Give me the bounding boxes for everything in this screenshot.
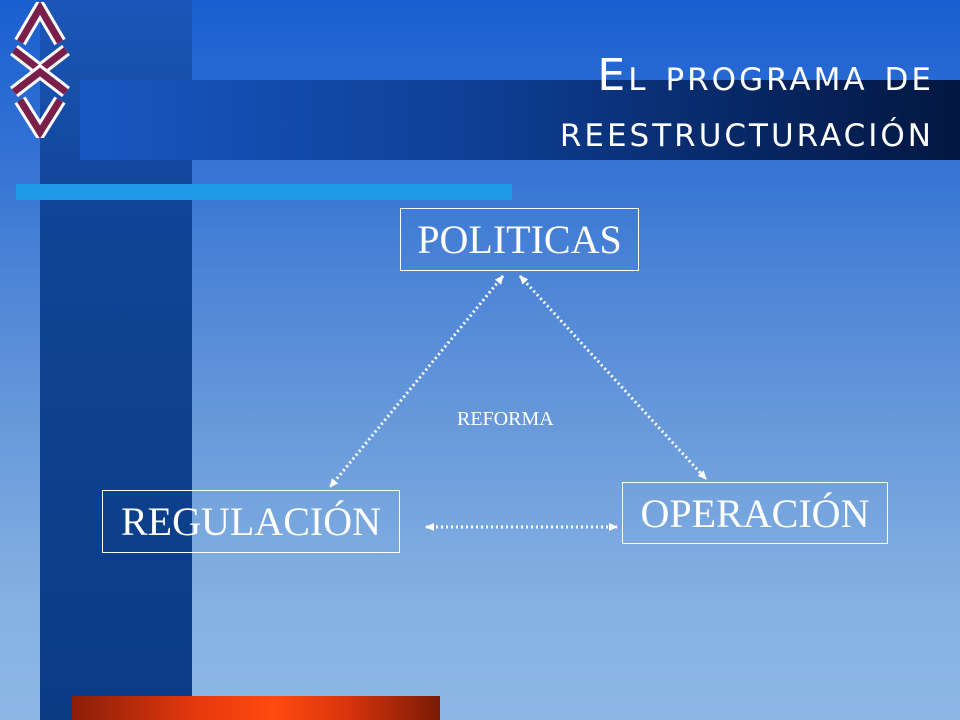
decorative-orange-bar <box>72 696 440 720</box>
title-band <box>80 80 960 160</box>
node-operacion: OPERACIÓN <box>622 482 888 544</box>
node-regulacion: REGULACIÓN <box>102 490 400 553</box>
slide-title: El programa de reestructuración <box>374 48 934 160</box>
connector-politicas-operacion <box>518 274 708 481</box>
slide-title-line2: reestructuración <box>559 106 934 157</box>
slide-title-line1: El programa de <box>597 50 934 101</box>
connector-politicas-regulacion <box>328 275 505 488</box>
node-politicas: POLITICAS <box>400 208 639 271</box>
decorative-cyan-line <box>16 184 512 200</box>
logo-emblem-icon <box>6 0 76 145</box>
center-label-reforma: REFORMA <box>457 408 554 430</box>
